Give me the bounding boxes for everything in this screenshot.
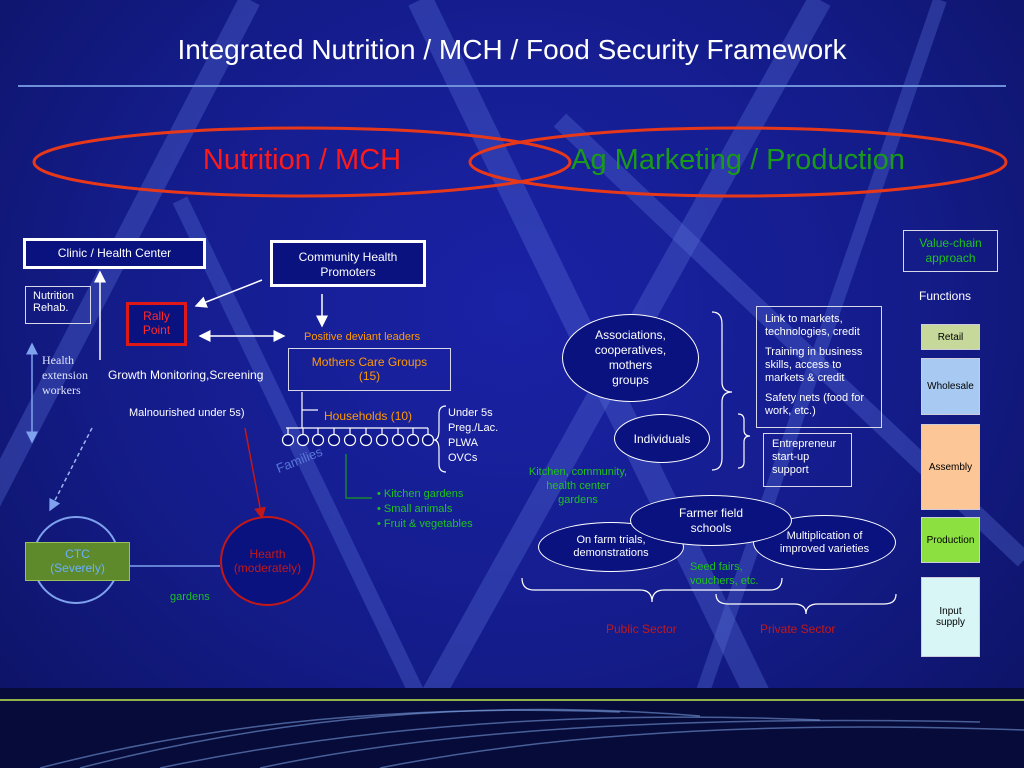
individuals-ellipse: Individuals <box>614 414 710 463</box>
garden-item: • Small animals <box>377 503 453 515</box>
garden-item: • Kitchen gardens <box>377 488 464 500</box>
kitchen-community-label: Kitchen, community, health center garden… <box>528 466 628 506</box>
clinic-health-center-box: Clinic / Health Center <box>23 238 206 269</box>
health-extension-workers-label: Health extension workers <box>42 353 88 397</box>
wholesale-stage: Wholesale <box>921 358 980 415</box>
positive-deviant-leaders: Positive deviant leaders <box>304 331 421 343</box>
links-box: Link to markets, technologies, credit Tr… <box>756 306 882 428</box>
nutrition-rehab-box: Nutrition Rehab. <box>25 286 91 324</box>
assembly-stage: Assembly <box>921 424 980 510</box>
seed-fairs-label: Seed fairs, vouchers, etc. <box>690 561 759 587</box>
farmer-field-schools-ellipse: Farmer field schools <box>630 495 792 546</box>
household-group-item: Preg./Lac. <box>448 422 499 434</box>
entrepreneur-box: Entrepreneur start-up support <box>763 433 852 487</box>
associations-ellipse: Associations, cooperatives, mothers grou… <box>562 314 699 402</box>
links-box-item: Link to markets, technologies, credit <box>765 313 860 338</box>
links-box-item: Safety nets (food for work, etc.) <box>765 392 865 417</box>
heading-ag-marketing: Ag Marketing / Production <box>571 144 905 176</box>
mothers-care-groups-box: Mothers Care Groups (15) <box>288 348 451 391</box>
rally-point-box: Rally Point <box>126 302 187 346</box>
garden-items-list: • Kitchen gardens • Small animals • Frui… <box>377 487 473 532</box>
malnourished-label: Malnourished under 5s) <box>129 407 245 419</box>
household-groups-list: Under 5s Preg./Lac. PLWA OVCs <box>448 406 498 466</box>
public-sector-label: Public Sector <box>606 622 677 636</box>
slide-title: Integrated Nutrition / MCH / Food Securi… <box>177 34 847 65</box>
community-health-promoters-box: Community Health Promoters <box>270 240 426 287</box>
gardens-label: gardens <box>170 591 210 603</box>
hearth-circle: Hearth (moderately) <box>220 516 315 606</box>
household-group-item: Under 5s <box>448 407 493 419</box>
ctc-severely-box: CTC (Severely) <box>25 542 130 581</box>
functions-label: Functions <box>919 289 972 303</box>
private-sector-label: Private Sector <box>760 622 836 636</box>
household-group-item: OVCs <box>448 452 478 464</box>
garden-item: • Fruit & vegetables <box>377 518 473 530</box>
household-group-item: PLWA <box>448 437 478 449</box>
input-supply-stage: Input supply <box>921 577 980 657</box>
retail-stage: Retail <box>921 324 980 350</box>
production-stage: Production <box>921 517 980 563</box>
households-label: Households (10) <box>324 409 413 423</box>
links-box-item: Training in business skills, access to m… <box>765 346 863 384</box>
growth-monitoring-label: Growth Monitoring,Screening <box>108 368 264 382</box>
multiplication-ellipse: Multiplication of improved varieties <box>753 515 896 570</box>
value-chain-approach-box: Value-chain approach <box>903 230 998 272</box>
heading-nutrition-mch: Nutrition / MCH <box>202 144 402 176</box>
